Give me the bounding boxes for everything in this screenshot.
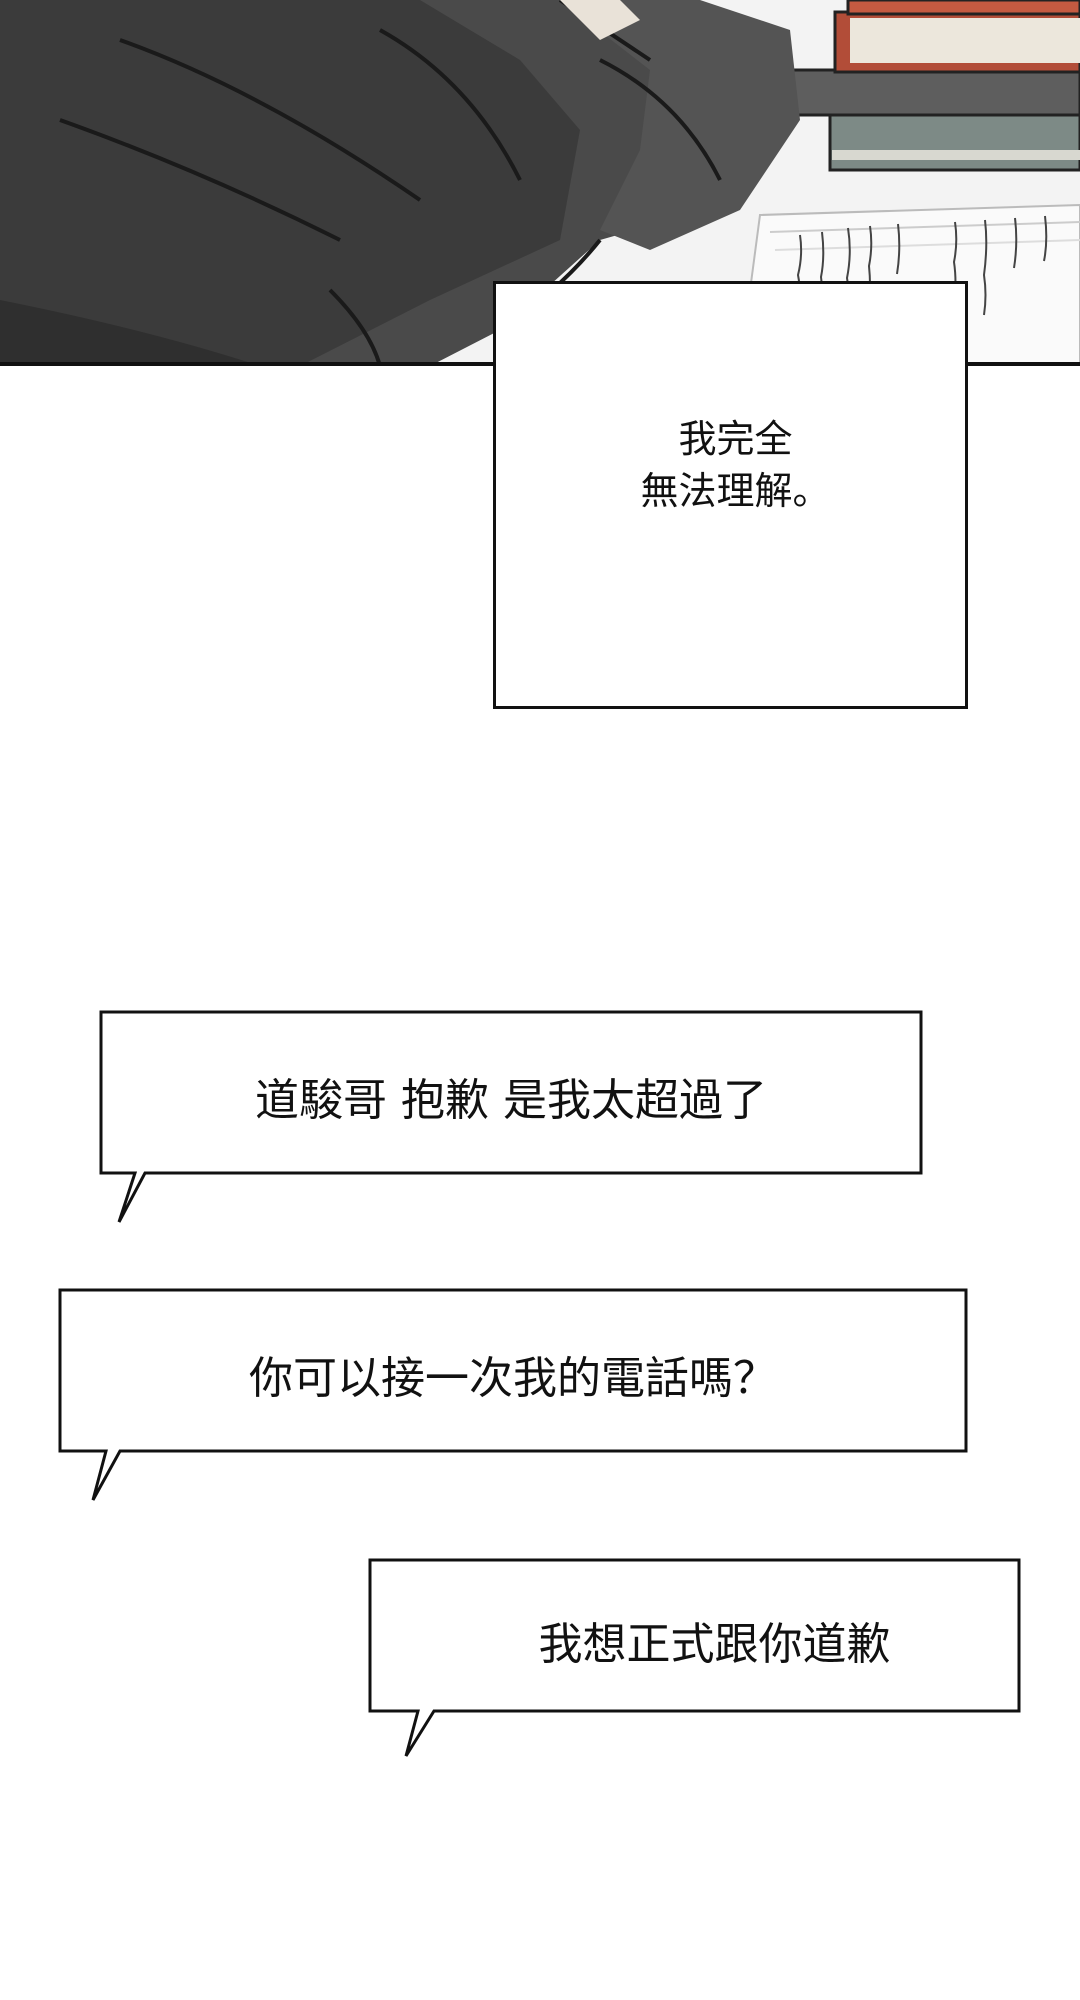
comic-panel-top xyxy=(0,0,1080,366)
narration-line-1: 我完全 xyxy=(678,417,793,461)
bubble-3-text: 我想正式跟你道歉 xyxy=(538,1619,891,1670)
bubble-1-text: 道駿哥 抱歉 是我太超過了 xyxy=(255,1075,767,1126)
narration-text: 我完全 無法理解。 xyxy=(640,413,830,517)
panel-illustration xyxy=(0,0,1080,366)
book-stack xyxy=(788,0,1080,172)
speech-bubble-3: 我想正式跟你道歉 xyxy=(368,1558,1021,1760)
bubble-2-outline xyxy=(58,1288,968,1501)
bubble-3-outline xyxy=(368,1558,1021,1757)
narration-box: 我完全 無法理解。 xyxy=(493,281,968,709)
speech-bubble-1: 道駿哥 抱歉 是我太超過了 xyxy=(99,1010,923,1225)
bubble-1-outline xyxy=(99,1010,923,1223)
speech-bubble-2: 你可以接一次我的電話嗎？ xyxy=(58,1288,968,1503)
character-arm xyxy=(0,0,800,366)
narration-line-2: 無法理解。 xyxy=(640,469,831,513)
bubble-2-text: 你可以接一次我的電話嗎？ xyxy=(249,1353,777,1404)
